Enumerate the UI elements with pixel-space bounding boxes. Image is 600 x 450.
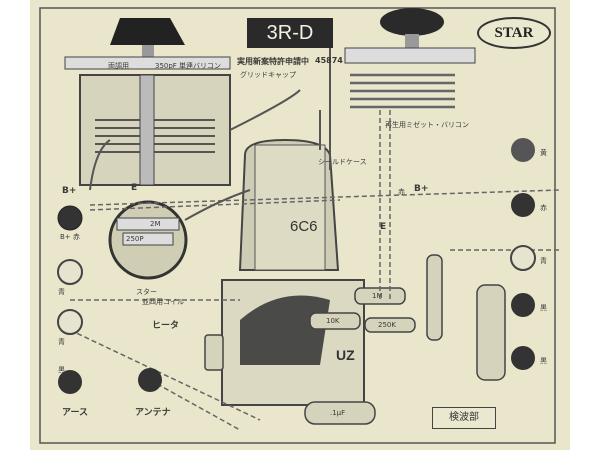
wire-color-red: 赤 [398, 188, 405, 196]
tube-6c6 [238, 138, 340, 271]
terminal-label-right-4: 黒 [540, 304, 547, 312]
terminal-label-left-3: 青 [58, 338, 65, 346]
antenna-label: アンテナ [135, 408, 171, 418]
solid-wires [89, 40, 331, 221]
terminal-label-right-1: 黄 [540, 149, 547, 157]
detector-label: 検波部 [432, 407, 496, 429]
components [204, 254, 506, 425]
terminal-label-left-4: 黒 [58, 366, 65, 374]
tuning-cap-tag: 両調用 [108, 62, 129, 70]
resistor-10k: 10K [326, 317, 340, 325]
terminal-label-right-3: 青 [540, 257, 547, 265]
coil-resistor: 2M [150, 220, 161, 228]
tuning-cap-label: 350pF 単連バリコン [155, 62, 222, 70]
wires [69, 110, 561, 431]
coil-label-1: スター [136, 288, 157, 296]
resistor-1m: 1M [372, 292, 383, 300]
coil [108, 200, 188, 280]
b-plus-right: B+ [414, 184, 429, 194]
terminal-label-left-2: 青 [58, 288, 65, 296]
tuning-capacitor [64, 18, 231, 186]
earth-e-label: E [131, 183, 138, 193]
shield-case-label: シールドケース [318, 158, 367, 166]
earth-e-label-2: E [380, 222, 387, 232]
model-number: 45874 [315, 56, 343, 65]
frame [39, 7, 556, 444]
brand-logo: STAR [477, 17, 551, 49]
capacitor-bottom: .1μF [330, 409, 346, 417]
heater-label: ヒータ [152, 321, 180, 331]
model-title: 3R-D [247, 18, 333, 48]
ground-label: アース [62, 408, 89, 418]
rectifier-label: UZ [336, 347, 355, 363]
regen-capacitor [344, 8, 476, 109]
terminals [57, 138, 536, 394]
patent-note: 実用新案特許申請中 [237, 57, 309, 66]
tube-label: 6C6 [290, 218, 318, 235]
resistor-250k: 250K [378, 321, 396, 329]
terminal-label-left-1: B+ 赤 [60, 233, 80, 241]
chassis-plate [221, 279, 365, 406]
b-plus-left: B+ [62, 186, 77, 196]
terminal-label-right-5: 黒 [540, 357, 547, 365]
terminal-label-right-2: 赤 [540, 204, 547, 212]
coil-cap-value: 250P [126, 235, 144, 243]
regen-cap-label: 再生用ミゼット・バリコン [385, 121, 469, 129]
coil-label-2: 並四用コイル [142, 298, 184, 306]
grid-cap-label: グリッドキャップ [240, 71, 296, 79]
